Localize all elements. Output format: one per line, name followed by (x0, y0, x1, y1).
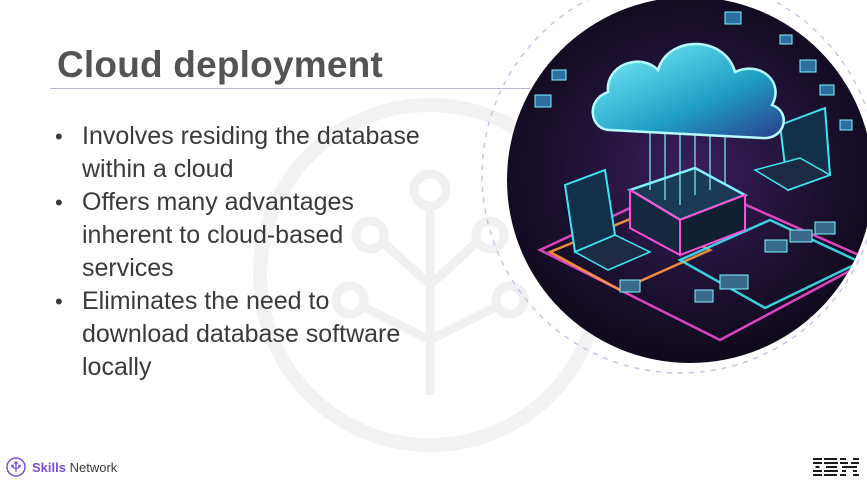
cloud-illustration-image (481, 0, 867, 374)
bullet-item: • Offers many advantages inherent to clo… (55, 186, 435, 285)
title-divider (50, 88, 530, 89)
bullet-dot-icon: • (55, 289, 63, 314)
ibm-logo-icon (813, 458, 859, 476)
brand-secondary: Network (69, 459, 118, 475)
brand-primary: Skills (32, 459, 66, 475)
skills-network-icon (6, 457, 26, 477)
bullet-dot-icon: • (55, 124, 63, 149)
bullet-item: • Eliminates the need to download databa… (55, 285, 435, 384)
bullet-text: Offers many advantages inherent to cloud… (82, 188, 354, 282)
bullet-item: • Involves residing the database within … (55, 120, 435, 186)
skills-network-wordmark: Skills Network (32, 460, 117, 475)
bullet-dot-icon: • (55, 190, 63, 215)
slide-title: Cloud deployment (57, 44, 383, 85)
bullet-list: • Involves residing the database within … (55, 120, 435, 384)
bullet-text: Involves residing the database within a … (82, 122, 420, 183)
skills-network-logo: Skills Network (6, 457, 117, 477)
bullet-text: Eliminates the need to download database… (82, 287, 401, 381)
